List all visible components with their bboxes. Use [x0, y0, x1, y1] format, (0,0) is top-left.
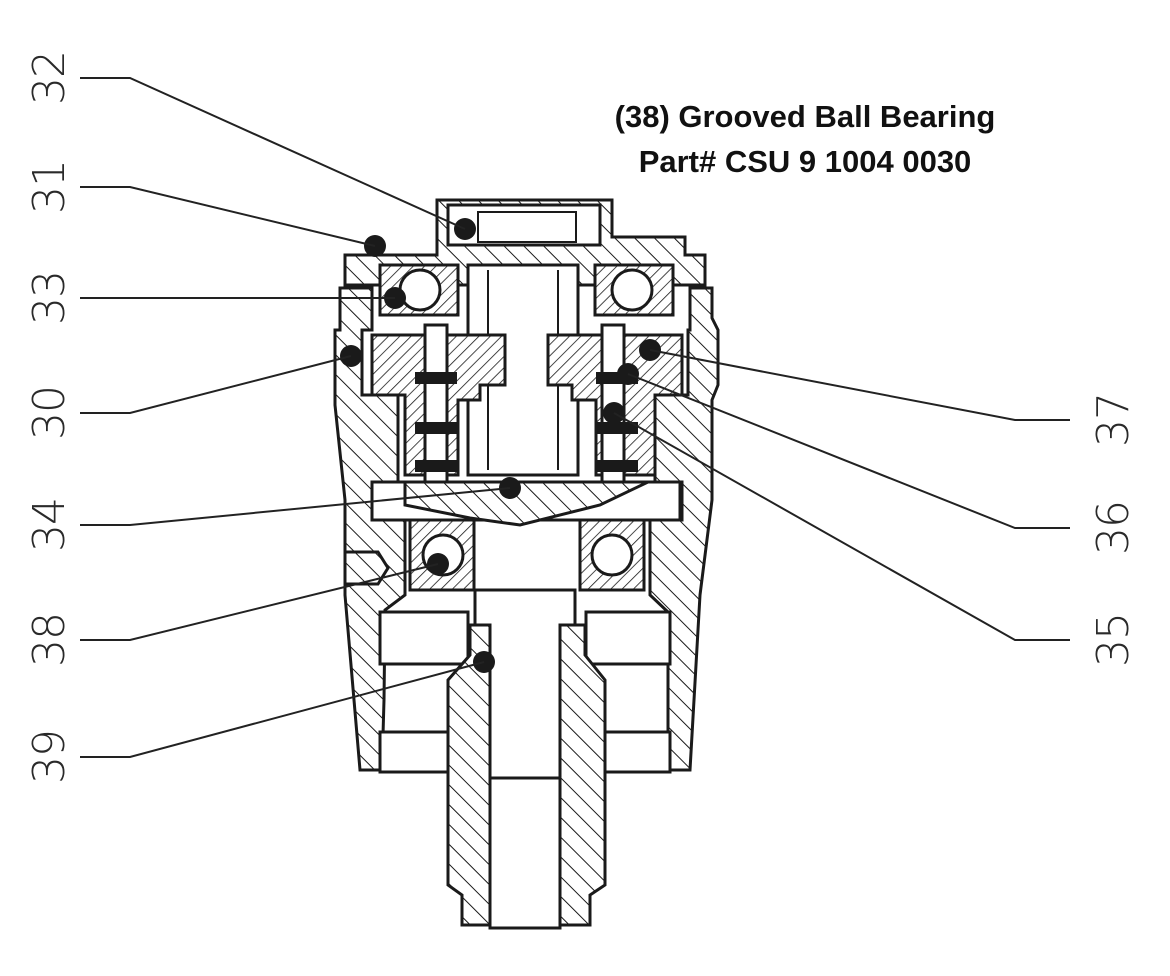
callout-35: 35 — [1088, 613, 1139, 667]
callout-38: 38 — [24, 613, 75, 667]
callout-34: 34 — [24, 498, 75, 552]
callout-36: 36 — [1088, 501, 1139, 555]
callout-33: 33 — [24, 271, 75, 325]
leader-37 — [649, 349, 1070, 421]
leader-39 — [80, 661, 485, 758]
upper-bearing-right — [593, 263, 675, 317]
title-line-2: Part# CSU 9 1004 0030 — [639, 144, 972, 179]
housing — [333, 198, 720, 774]
leader-30 — [80, 355, 352, 414]
side-port — [345, 550, 390, 586]
bottom-flange-left — [378, 610, 470, 666]
gear-block-left — [370, 323, 507, 492]
callout-37: 37 — [1088, 393, 1139, 447]
bottom-flange-right — [584, 610, 672, 666]
leader-36 — [627, 373, 1070, 529]
callout-39: 39 — [24, 730, 75, 784]
callout-30: 30 — [24, 386, 75, 440]
lower-bearing-right — [578, 518, 646, 592]
callout-labels-left: 32 31 33 30 34 38 39 — [24, 51, 75, 784]
leader-31 — [80, 186, 376, 247]
bottom-foot-left — [378, 730, 454, 774]
housing-left-wall — [333, 286, 407, 772]
output-shaft — [473, 588, 577, 930]
title-block: (38) Grooved Ball Bearing Part# CSU 9 10… — [615, 99, 996, 179]
leader-lines — [80, 77, 1070, 758]
leader-32 — [80, 77, 466, 230]
bottom-foot-right — [602, 730, 672, 774]
leader-34 — [80, 487, 511, 526]
callout-labels-right: 37 36 35 — [1088, 393, 1139, 667]
output-sleeve — [446, 623, 607, 927]
leader-38 — [80, 563, 439, 641]
title-line-1: (38) Grooved Ball Bearing — [615, 99, 996, 134]
leader-35 — [613, 412, 1070, 641]
callout-31: 31 — [24, 160, 75, 214]
callout-32: 32 — [24, 51, 75, 105]
